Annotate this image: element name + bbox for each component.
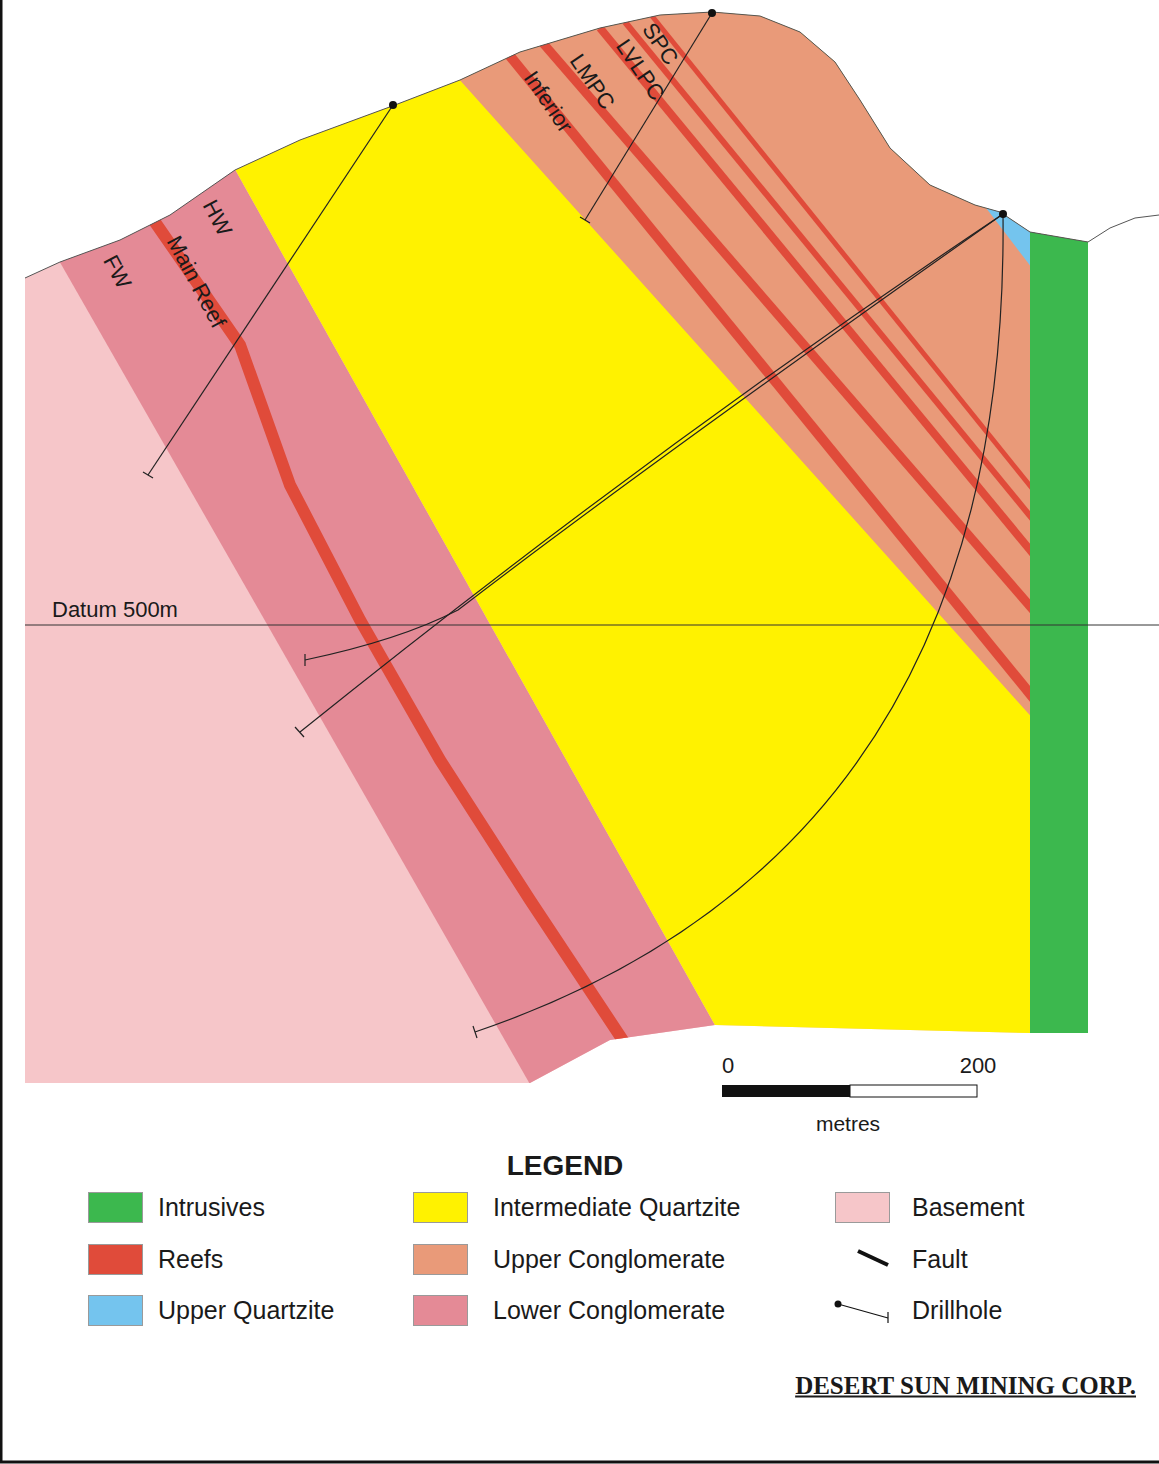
legend-line-sample <box>858 1251 888 1265</box>
legend-text: Reefs <box>158 1247 223 1272</box>
legend-swatch <box>413 1244 468 1275</box>
legend-swatch <box>413 1295 468 1326</box>
legend-text: Lower Conglomerate <box>493 1298 725 1323</box>
intrusive <box>1030 200 1088 1040</box>
legend-swatch <box>835 1192 890 1223</box>
legend-swatch <box>88 1244 143 1275</box>
frame <box>0 1461 1159 1464</box>
scale-bar <box>722 1085 977 1097</box>
legend-swatch <box>413 1192 468 1223</box>
legend-text: Upper Quartzite <box>158 1298 334 1323</box>
scale-number: 200 <box>960 1055 997 1077</box>
frame <box>0 0 3 1462</box>
collars <box>389 9 1007 218</box>
scale-unit: metres <box>816 1113 880 1134</box>
company-name: DESERT SUN MINING CORP. <box>795 1373 1136 1398</box>
datum-line <box>25 625 1159 626</box>
legend-swatch <box>88 1192 143 1223</box>
intermediate-quartzite <box>140 0 1159 1100</box>
legend-line-sample <box>887 1312 888 1323</box>
legend-text: Basement <box>912 1195 1025 1220</box>
legend-text: Upper Conglomerate <box>493 1247 725 1272</box>
upper-quartzite <box>980 200 1035 272</box>
scale-number: 0 <box>722 1055 734 1077</box>
legend-title: LEGEND <box>507 1152 624 1180</box>
topography <box>25 12 1159 278</box>
legend-text: Fault <box>912 1247 968 1272</box>
legend-text: Drillhole <box>912 1298 1002 1323</box>
legend-line-sample <box>838 1304 888 1318</box>
legend-text: Intrusives <box>158 1195 265 1220</box>
upper-reefs <box>505 16 1035 700</box>
legend-text: Intermediate Quartzite <box>493 1195 740 1220</box>
drillholes <box>143 13 1003 1038</box>
main-reef <box>148 212 628 1048</box>
legend-swatch <box>88 1295 143 1326</box>
datum-label: Datum 500m <box>52 599 178 621</box>
geology <box>0 0 1159 1100</box>
